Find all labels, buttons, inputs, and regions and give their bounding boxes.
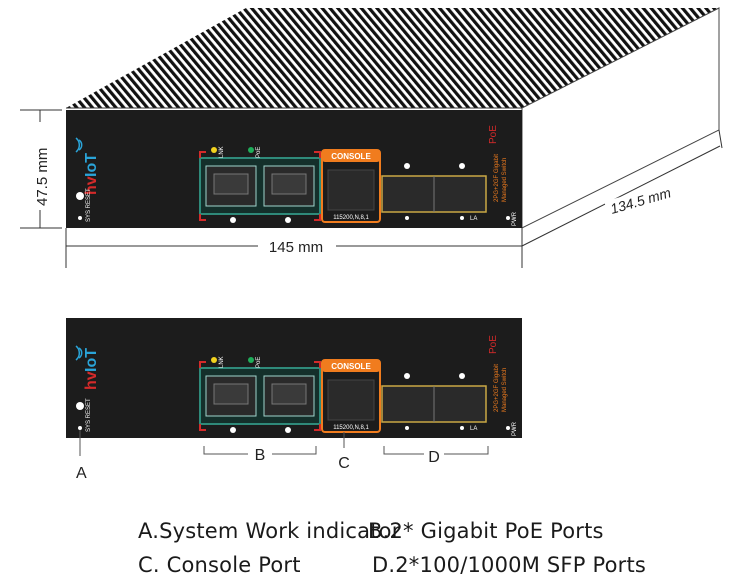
callout-c: C <box>338 455 350 472</box>
model-line2: Managed Switch <box>502 368 508 412</box>
poe-led <box>248 357 254 363</box>
wifi-icon <box>75 137 83 153</box>
device-3d-view <box>66 7 720 229</box>
legend-b: B.2* Gigabit PoE Ports <box>368 519 604 543</box>
reset-button <box>76 402 84 410</box>
sys-led <box>78 216 82 220</box>
depth-label: 134.5 mm <box>608 184 673 217</box>
front-panel-top: hv IoT SYS RESET LNK PoE CONSOLE 115200,… <box>66 110 522 228</box>
console-params: 115200,N,8,1 <box>333 425 369 431</box>
sys-led <box>78 426 82 430</box>
console-label: CONSOLE <box>331 362 371 371</box>
legend-c: C. Console Port <box>138 553 301 577</box>
link-led <box>211 147 217 153</box>
callout-a: A <box>76 465 87 482</box>
poe-led-label: PoE <box>256 147 262 158</box>
console-label: CONSOLE <box>331 152 371 161</box>
sys-reset-label: SYS RESET <box>86 398 92 432</box>
dimension-height: 47.5 mm <box>20 109 62 229</box>
sfp-mark: LA <box>470 426 477 432</box>
console-params: 115200,N,8,1 <box>333 215 369 221</box>
callouts: A B C D <box>76 430 489 482</box>
reset-button <box>76 192 84 200</box>
model-line1: 2PG+2GF Gigabit <box>494 154 500 202</box>
height-label: 47.5 mm <box>34 148 51 206</box>
poe-badge: PoE <box>488 335 499 354</box>
pwr-label: PWR <box>512 211 518 226</box>
sfp-mark: LA <box>470 216 477 222</box>
brand-logo-suffix: IoT <box>83 153 100 177</box>
wifi-icon <box>75 345 83 361</box>
pwr-label: PWR <box>512 421 518 436</box>
console-port <box>327 379 375 421</box>
legend-a: A.System Work indicator <box>138 519 401 543</box>
model-line2: Managed Switch <box>502 158 508 202</box>
dimension-width: 145 mm <box>65 228 523 268</box>
callout-d-bracket <box>383 446 489 455</box>
front-panel-labelled: hv IoT SYS RESET LNK PoE CONSOLE 115200,… <box>66 318 522 438</box>
link-led-label: LNK <box>219 146 225 158</box>
legend-d: D.2*100/1000M SFP Ports <box>372 553 647 577</box>
poe-led <box>248 147 254 153</box>
link-led-label: LNK <box>219 356 225 368</box>
callout-b: B <box>255 447 266 464</box>
brand-logo-suffix: IoT <box>83 348 100 372</box>
callout-d: D <box>428 449 440 466</box>
sys-reset-label: SYS RESET <box>86 188 92 222</box>
brand-logo-prefix: hv <box>83 371 100 390</box>
width-label: 145 mm <box>269 239 323 256</box>
poe-badge: PoE <box>488 125 499 144</box>
callout-b-bracket <box>203 446 317 455</box>
model-line1: 2PG+2GF Gigabit <box>494 364 500 412</box>
brand-logo-prefix: hv <box>83 176 100 195</box>
console-port <box>327 169 375 211</box>
link-led <box>211 357 217 363</box>
poe-led-label: PoE <box>256 357 262 368</box>
heatsink-fins <box>66 8 719 108</box>
